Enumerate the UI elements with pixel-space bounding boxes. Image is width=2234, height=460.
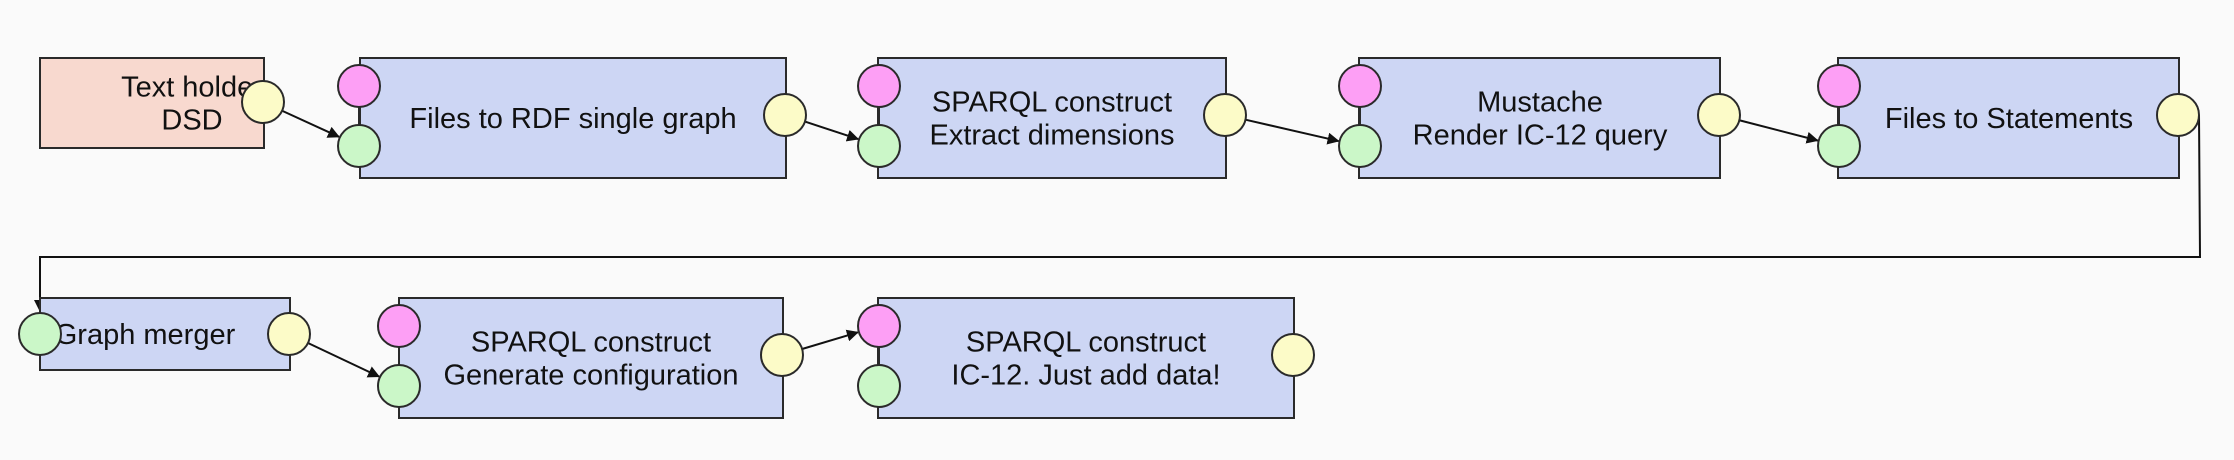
connection-n4-n5[interactable] <box>1739 119 1819 144</box>
output-port[interactable] <box>1697 93 1741 137</box>
input-port[interactable] <box>857 124 901 168</box>
connections <box>34 109 2202 378</box>
config-port[interactable] <box>857 64 901 108</box>
node-label-line: SPARQL construct <box>471 327 711 359</box>
config-port[interactable] <box>377 304 421 348</box>
node-box[interactable] <box>877 297 1295 419</box>
connection-n6-n7[interactable] <box>307 342 381 378</box>
node-label-line: Render IC-12 query <box>1413 120 1668 152</box>
node-label-line: Files to RDF single graph <box>409 103 736 135</box>
node-label-line: Extract dimensions <box>930 120 1175 152</box>
connection-n1-n2[interactable] <box>281 109 340 138</box>
node-label-line: Generate configuration <box>443 360 738 392</box>
output-port[interactable] <box>1271 333 1315 377</box>
node-label-line: Graph merger <box>55 319 236 351</box>
input-port[interactable] <box>377 364 421 408</box>
output-port[interactable] <box>2156 93 2200 137</box>
input-port[interactable] <box>1817 124 1861 168</box>
input-port[interactable] <box>18 312 62 356</box>
node-box[interactable] <box>39 57 265 149</box>
node-label-line: IC-12. Just add data! <box>951 360 1220 392</box>
connection-n3-n4[interactable] <box>1245 118 1340 145</box>
output-port[interactable] <box>241 80 285 124</box>
output-port[interactable] <box>763 93 807 137</box>
node-label-line: DSD <box>161 105 222 137</box>
node-n5[interactable]: Files to Statements <box>1817 57 2200 179</box>
input-port[interactable] <box>857 364 901 408</box>
node-label-line: Files to Statements <box>1885 103 2133 135</box>
config-port[interactable] <box>1817 64 1861 108</box>
node-label-line: SPARQL construct <box>966 327 1206 359</box>
node-box[interactable] <box>398 297 784 419</box>
output-port[interactable] <box>1203 93 1247 137</box>
connection-n5-n6[interactable] <box>34 114 2202 312</box>
node-n2[interactable]: Files to RDF single graph <box>337 57 807 179</box>
config-port[interactable] <box>1338 64 1382 108</box>
input-port[interactable] <box>337 124 381 168</box>
node-label-line: Mustache <box>1477 87 1603 119</box>
node-box[interactable] <box>1358 57 1721 179</box>
node-label-line: Text holder <box>121 72 263 104</box>
config-port[interactable] <box>857 304 901 348</box>
input-port[interactable] <box>1338 124 1382 168</box>
node-n6[interactable]: Graph merger <box>18 297 311 371</box>
connection-n7-n8[interactable] <box>801 329 859 350</box>
output-port[interactable] <box>267 312 311 356</box>
connection-n2-n3[interactable] <box>804 120 860 142</box>
output-port[interactable] <box>760 333 804 377</box>
node-label-line: SPARQL construct <box>932 87 1172 119</box>
config-port[interactable] <box>337 64 381 108</box>
